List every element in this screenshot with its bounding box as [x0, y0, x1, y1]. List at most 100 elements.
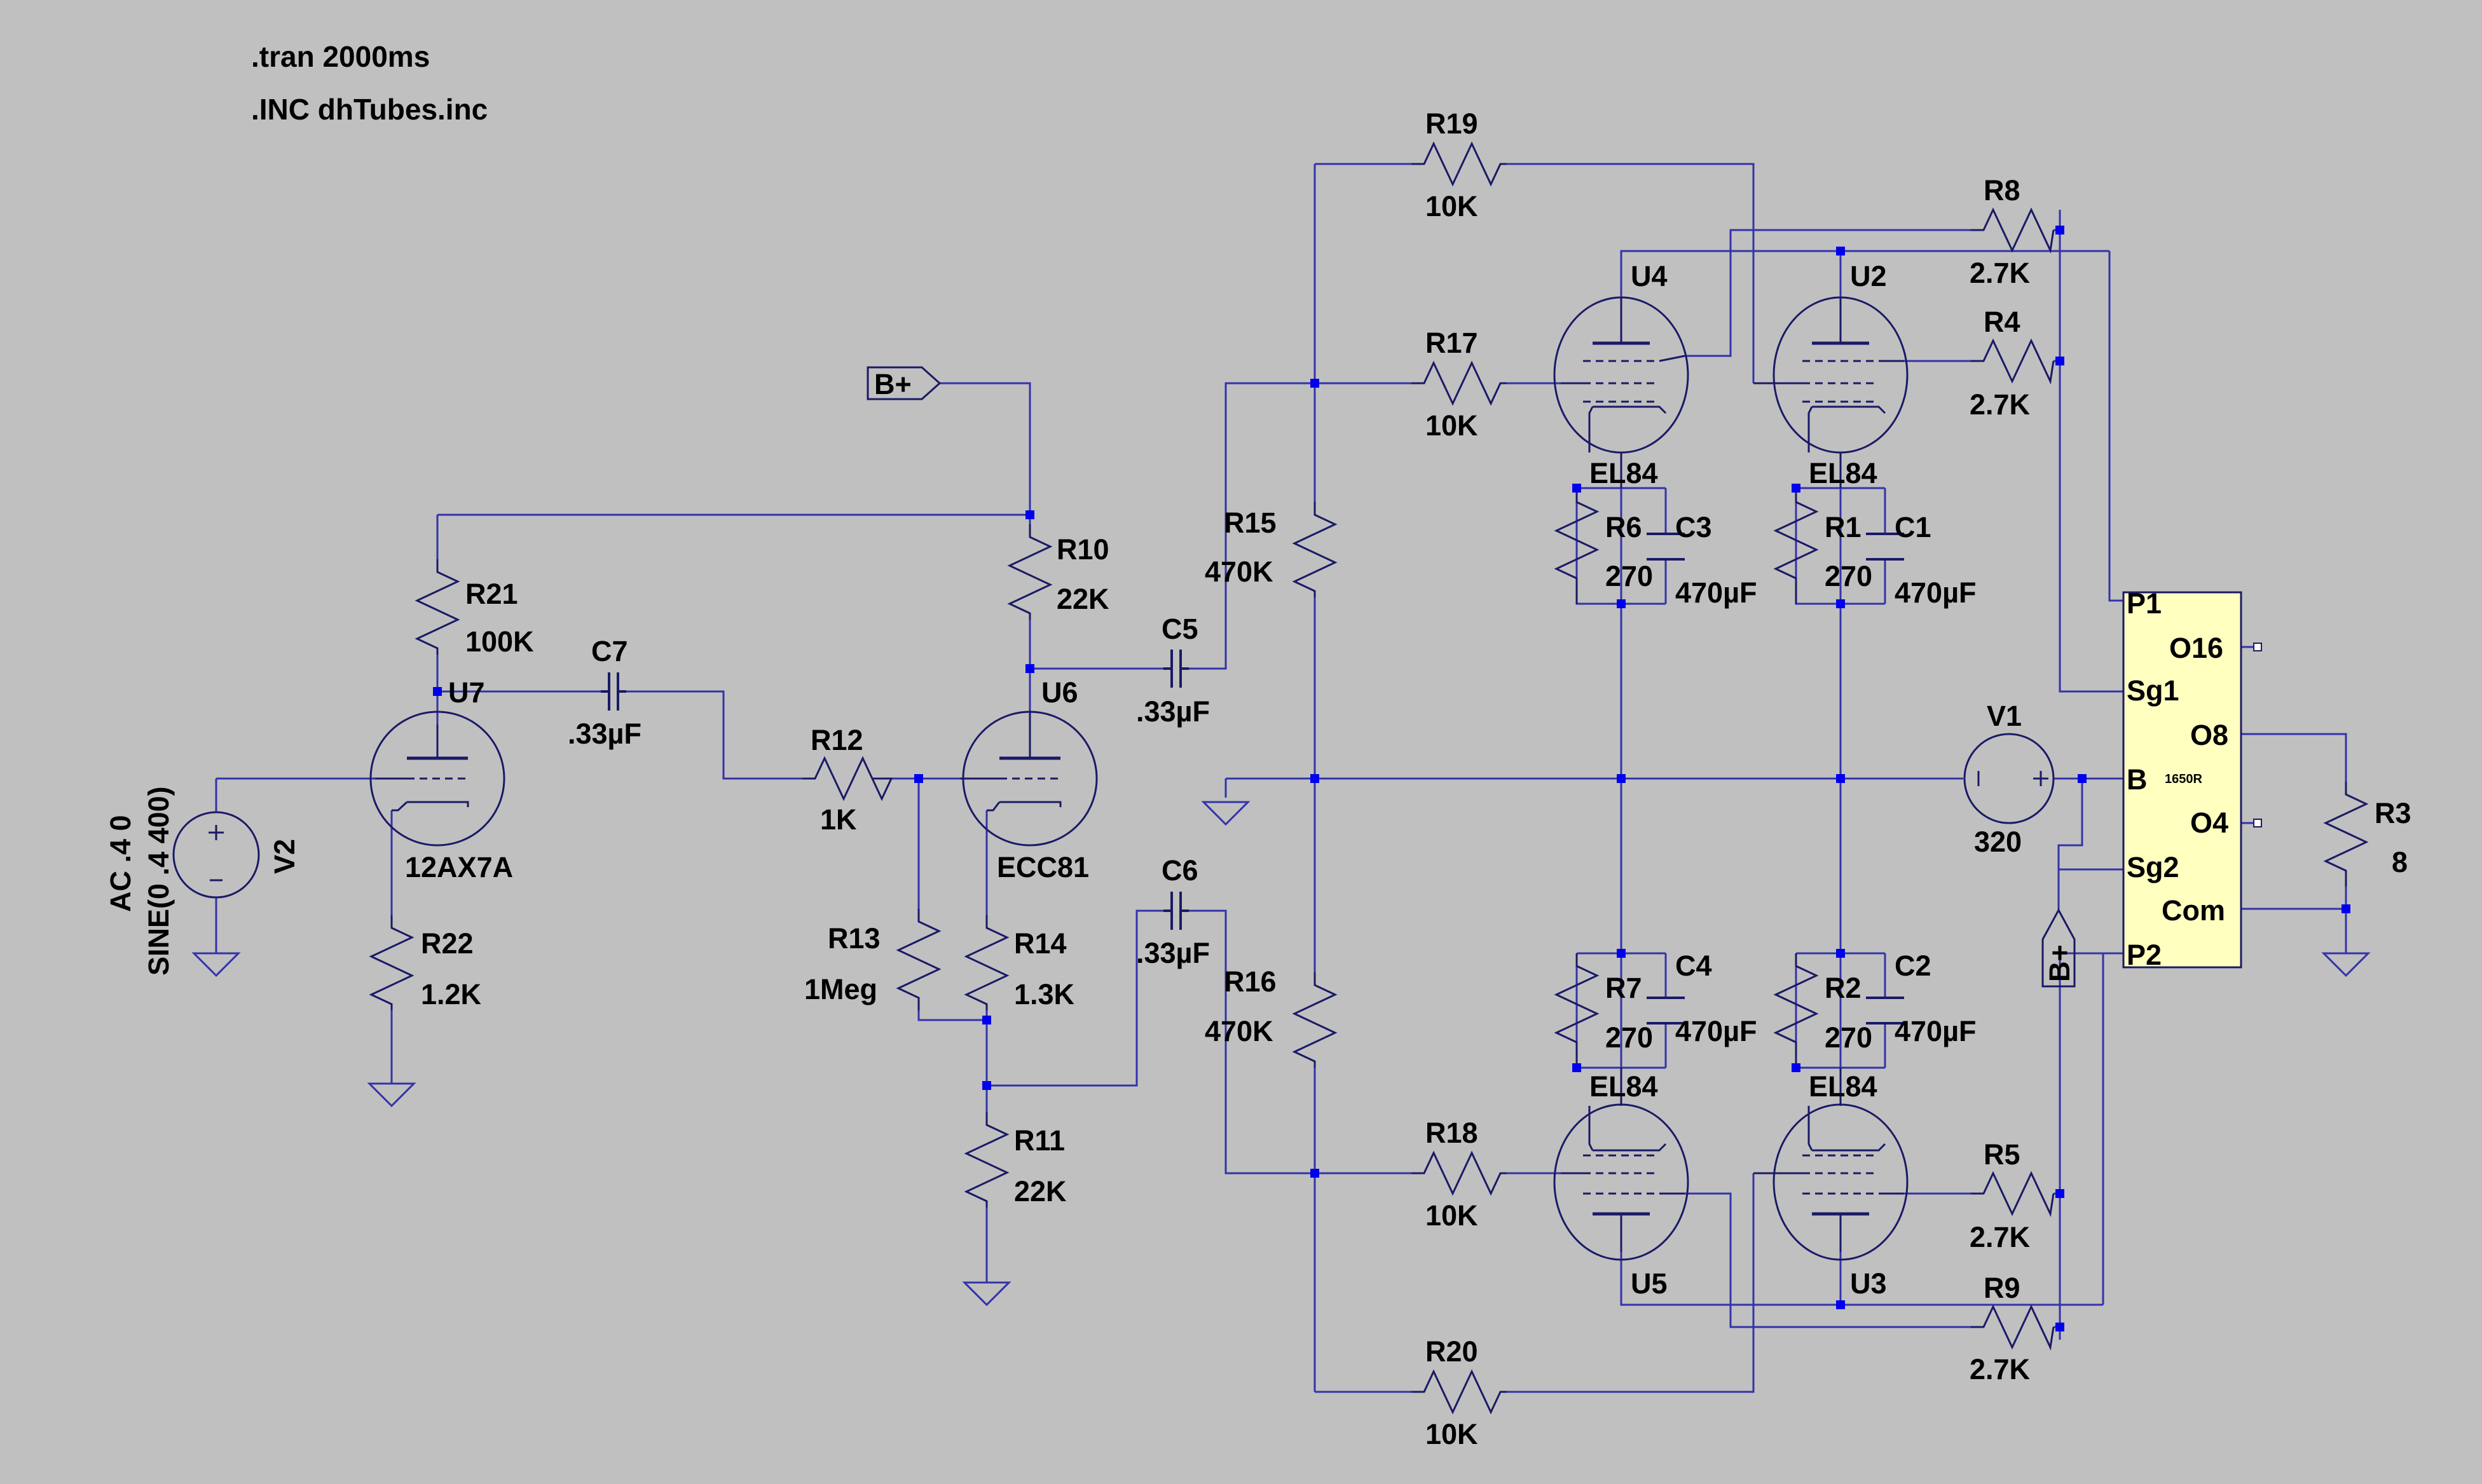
r17-value-label: 10K: [1425, 409, 1478, 442]
tube-u6[interactable]: [960, 711, 1098, 847]
resistor-r9[interactable]: [1971, 1304, 2055, 1351]
resistor-r11[interactable]: [964, 1112, 1010, 1208]
pin-o16-label: O16: [2169, 632, 2223, 664]
resistor-r21[interactable]: [415, 559, 460, 655]
ground-symbol-bus: [1201, 801, 1251, 826]
voltage-source-v1[interactable]: [1963, 733, 2055, 824]
v2-value-ac: AC .4 0: [104, 815, 137, 912]
r7-ref-label: R7: [1605, 972, 1642, 1004]
resistor-r15[interactable]: [1292, 502, 1338, 597]
r6-ref-label: R6: [1605, 511, 1642, 543]
r3-value-label: 8: [2392, 846, 2408, 878]
capacitor-c2[interactable]: [1866, 997, 1904, 1025]
r22-value-label: 1.2K: [421, 978, 482, 1011]
c1-ref-label: C1: [1895, 511, 1931, 543]
resistor-r8[interactable]: [1971, 207, 2055, 254]
grounds: [191, 801, 2371, 1307]
v1-ref-label: V1: [1987, 700, 2022, 732]
bplus-flag-top[interactable]: [867, 366, 942, 400]
r20-value-label: 10K: [1425, 1418, 1478, 1450]
resistor-r4[interactable]: [1971, 338, 2055, 385]
directive-include: .INC dhTubes.inc: [251, 93, 488, 126]
tube-u2[interactable]: [1753, 296, 1909, 488]
capacitor-c7[interactable]: [601, 672, 626, 711]
resistor-r16[interactable]: [1292, 972, 1338, 1068]
u3-model-label: EL84: [1809, 1070, 1877, 1103]
capacitor-c4[interactable]: [1647, 997, 1685, 1025]
resistor-r22[interactable]: [369, 915, 415, 1011]
c3-ref-label: C3: [1675, 511, 1712, 543]
r6-value-label: 270: [1605, 560, 1653, 592]
directive-tran: .tran 2000ms: [251, 40, 430, 73]
resistor-r18[interactable]: [1411, 1150, 1507, 1196]
r5-ref-label: R5: [1984, 1138, 2020, 1171]
junctions: [433, 226, 2350, 1331]
r13-value-label: 1Meg: [804, 973, 877, 1005]
resistor-r2[interactable]: [1773, 953, 1819, 1068]
r15-value-label: 470K: [1205, 555, 1273, 588]
r1-value-label: 270: [1825, 560, 1872, 592]
u7-ref-label: U7: [448, 676, 485, 709]
resistor-r12[interactable]: [802, 756, 893, 801]
pin-p1-label: P1: [2127, 587, 2162, 620]
capacitor-c1[interactable]: [1866, 533, 1904, 561]
r11-ref-label: R11: [1014, 1124, 1065, 1157]
r19-ref-label: R19: [1425, 107, 1478, 140]
r3-ref-label: R3: [2375, 797, 2411, 829]
r1-ref-label: R1: [1825, 511, 1862, 543]
pin-sg2-label: Sg2: [2127, 851, 2179, 883]
capacitor-c3[interactable]: [1647, 533, 1685, 561]
c2-ref-label: C2: [1895, 950, 1931, 982]
bplus-flag-bottom[interactable]: [2041, 908, 2076, 988]
r20-ref-label: R20: [1425, 1335, 1478, 1368]
resistor-r3[interactable]: [2323, 782, 2369, 887]
pin-o4-label: O4: [2190, 807, 2228, 839]
pin-o4-terminal[interactable]: [2253, 819, 2262, 827]
resistor-r10[interactable]: [1007, 524, 1053, 620]
v2-ref-label: V2: [268, 839, 301, 874]
ground-symbol-r11: [962, 1281, 1011, 1307]
r16-value-label: 470K: [1205, 1015, 1273, 1047]
resistor-r14[interactable]: [964, 915, 1010, 1011]
bplus-label-bottom: B+: [2043, 944, 2076, 982]
r21-value-label: 100K: [465, 625, 534, 658]
resistor-r5[interactable]: [1971, 1171, 2055, 1218]
wires: [215, 163, 2347, 1393]
r21-ref-label: R21: [465, 578, 518, 610]
tube-u3[interactable]: [1753, 1068, 1909, 1261]
r10-value-label: 22K: [1057, 583, 1109, 615]
u2-ref-label: U2: [1850, 260, 1887, 292]
resistor-r6[interactable]: [1554, 488, 1600, 604]
c3-value-label: 470µF: [1675, 576, 1757, 609]
capacitor-c5[interactable]: [1163, 650, 1189, 688]
r18-value-label: 10K: [1425, 1199, 1478, 1232]
tube-u5[interactable]: [1553, 1068, 1689, 1261]
tube-u7[interactable]: [369, 711, 505, 847]
resistor-r20[interactable]: [1411, 1369, 1507, 1415]
r2-ref-label: R2: [1825, 972, 1862, 1004]
resistor-r7[interactable]: [1554, 953, 1600, 1068]
u6-model-label: ECC81: [997, 851, 1089, 883]
tube-u4[interactable]: [1553, 296, 1689, 488]
pin-o16-terminal[interactable]: [2253, 643, 2262, 651]
c6-ref-label: C6: [1162, 854, 1198, 887]
output-transformer-1650r[interactable]: [2122, 591, 2242, 969]
resistor-r17[interactable]: [1411, 360, 1507, 406]
u3-ref-label: U3: [1850, 1267, 1887, 1300]
voltage-source-v2[interactable]: [172, 811, 260, 899]
r5-value-label: 2.7K: [1970, 1221, 2031, 1253]
transformer-model-label: 1650R: [2165, 772, 2202, 786]
resistor-r1[interactable]: [1773, 488, 1819, 604]
r18-ref-label: R18: [1425, 1117, 1478, 1149]
ground-symbol-v2: [191, 952, 241, 977]
r19-value-label: 10K: [1425, 190, 1478, 222]
u7-model-label: 12AX7A: [405, 851, 513, 883]
capacitor-c6[interactable]: [1163, 892, 1189, 930]
u5-ref-label: U5: [1631, 1267, 1668, 1300]
resistor-r19[interactable]: [1411, 141, 1507, 187]
pin-p2-label: P2: [2127, 939, 2162, 971]
u4-model-label: EL84: [1589, 457, 1658, 489]
resistor-r13[interactable]: [896, 909, 942, 1011]
c5-ref-label: C5: [1162, 613, 1198, 645]
